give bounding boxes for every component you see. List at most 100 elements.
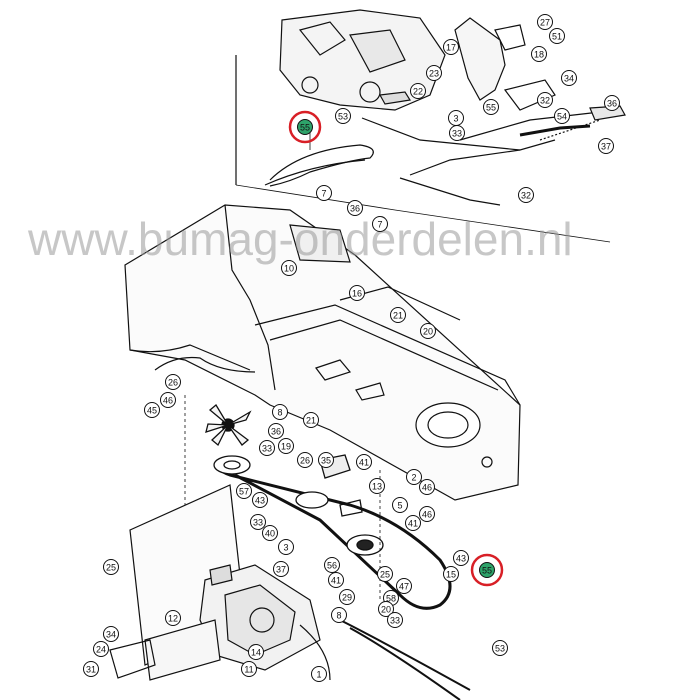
part-callout: 7 [372, 216, 388, 232]
callout-bubble [410, 83, 426, 99]
callout-number: 32 [540, 96, 550, 106]
part-callout: 32 [537, 92, 553, 108]
callout-number: 36 [607, 99, 617, 109]
callout-number: 20 [381, 605, 391, 615]
callout-number: 35 [321, 456, 331, 466]
callout-bubble [537, 14, 553, 30]
part-callout: 18 [531, 46, 547, 62]
callout-number: 27 [540, 18, 550, 28]
callout-bubble [406, 469, 422, 485]
part-callout: 34 [561, 70, 577, 86]
top-lever-assembly [235, 9, 626, 243]
callout-bubble [419, 506, 435, 522]
callout-number: 31 [86, 665, 96, 675]
callout-number: 55 [482, 566, 492, 576]
callout-number: 33 [452, 129, 462, 139]
callout-number: 14 [251, 648, 261, 658]
drive-belt-assembly [184, 395, 452, 610]
callout-bubble [549, 28, 565, 44]
callout-number: 46 [163, 396, 173, 406]
callout-bubble [259, 440, 275, 456]
callout-bubble [236, 483, 252, 499]
callout-bubble [453, 550, 469, 566]
callout-bubble [426, 65, 442, 81]
callout-number: 19 [281, 442, 291, 452]
part-callout: 12 [165, 610, 181, 626]
part-callout: 14 [248, 644, 264, 660]
callout-bubble [598, 138, 614, 154]
callout-bubble [479, 562, 495, 578]
callout-number: 10 [284, 264, 294, 274]
callout-number: 46 [422, 483, 432, 493]
part-callout: 5 [392, 497, 408, 513]
callout-bubble [103, 626, 119, 642]
callout-bubble [387, 612, 403, 628]
callout-bubble [347, 200, 363, 216]
part-callout: 54 [554, 108, 570, 124]
callout-number: 7 [377, 220, 382, 230]
callout-bubble [297, 119, 313, 135]
callout-bubble [537, 92, 553, 108]
part-callout: 46 [419, 506, 435, 522]
callout-bubble [392, 497, 408, 513]
callout-number: 58 [386, 594, 396, 604]
callout-number: 7 [321, 189, 326, 199]
callout-number: 26 [168, 378, 178, 388]
callout-bubble [324, 557, 340, 573]
part-callout: 41 [405, 515, 421, 531]
part-callout: 16 [349, 285, 365, 301]
callout-bubble [378, 601, 394, 617]
part-callout: 40 [262, 525, 278, 541]
callout-number: 2 [411, 473, 416, 483]
part-callout: 13 [369, 478, 385, 494]
callout-bubble [331, 607, 347, 623]
callout-number: 11 [244, 665, 253, 675]
callout-number: 55 [486, 103, 496, 113]
part-callout: 51 [549, 28, 565, 44]
callout-number: 37 [276, 565, 286, 575]
callout-number: 36 [271, 427, 281, 437]
part-callout: 7 [316, 185, 332, 201]
highlight-ring [288, 110, 322, 144]
callout-bubble [420, 323, 436, 339]
callout-number: 41 [408, 519, 418, 529]
callout-number: 29 [342, 593, 352, 603]
callout-number: 23 [429, 69, 439, 79]
callout-number: 15 [446, 570, 456, 580]
part-callout: 27 [537, 14, 553, 30]
part-callout: 46 [160, 392, 176, 408]
callout-bubble [372, 216, 388, 232]
callout-bubble [311, 666, 327, 682]
callout-number: 56 [327, 561, 337, 571]
callout-number: 43 [456, 554, 466, 564]
part-callout: 25 [377, 566, 393, 582]
callout-bubble [335, 108, 351, 124]
callout-bubble [449, 125, 465, 141]
callout-number: 3 [453, 114, 458, 124]
callout-number: 55 [300, 123, 310, 133]
callout-bubble [278, 438, 294, 454]
part-callout: 45 [144, 402, 160, 418]
part-callout: 23 [426, 65, 442, 81]
part-callout: 15 [443, 566, 459, 582]
callout-number: 46 [422, 510, 432, 520]
callout-bubble [316, 185, 332, 201]
part-callout: 19 [278, 438, 294, 454]
callout-number: 33 [253, 518, 263, 528]
callout-number: 8 [336, 611, 341, 621]
part-callout: 26 [165, 374, 181, 390]
callout-number: 3 [283, 543, 288, 553]
callout-number: 53 [495, 644, 505, 654]
callout-bubble [83, 661, 99, 677]
callout-number: 33 [262, 444, 272, 454]
callout-bubble [328, 572, 344, 588]
callout-bubble [93, 641, 109, 657]
callout-number: 21 [393, 311, 403, 321]
callout-bubble [262, 525, 278, 541]
callout-number: 57 [239, 487, 249, 497]
callout-number: 16 [352, 289, 362, 299]
callout-number: 17 [446, 43, 456, 53]
part-callout: 21 [390, 307, 406, 323]
